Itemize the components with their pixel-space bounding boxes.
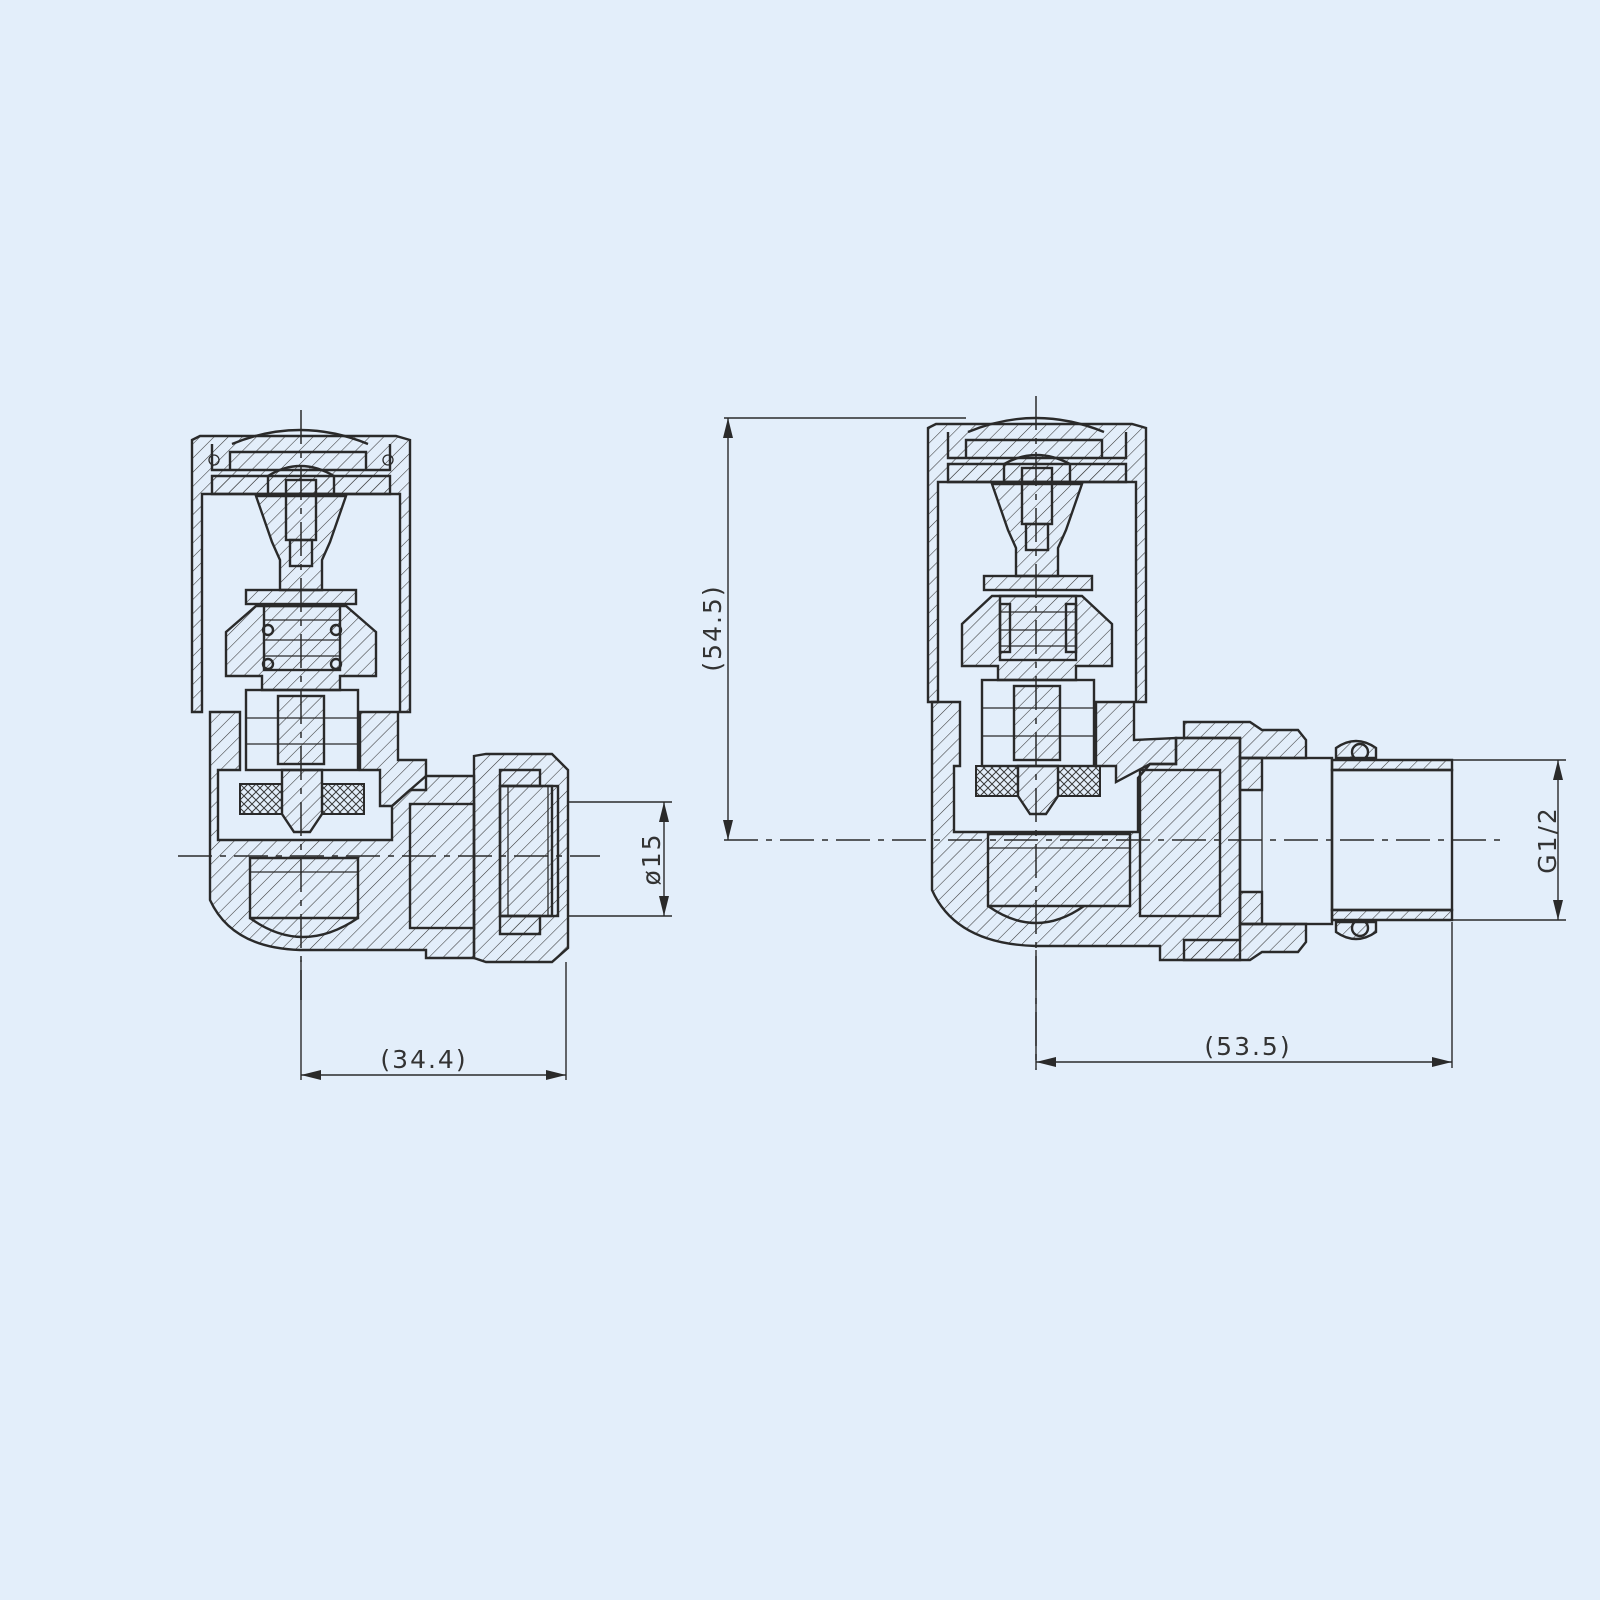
dimension-width-left: (34.4) [300,960,567,1080]
dimension-height-right-label: (54.5) [698,584,727,671]
threaded-union-nut [1182,720,1334,962]
compression-valve-body [208,688,476,960]
dimension-pipe-diameter-label: ø15 [637,832,666,885]
dimension-width-right: (53.5) [1035,922,1453,1068]
dimension-thread-size-label: G1/2 [1533,806,1562,874]
dimension-pipe-diameter: ø15 [568,801,672,917]
compression-valve-section: (34.4) ø15 [178,410,672,1080]
dimension-height-right: (54.5) [698,417,966,840]
dimension-thread-size: G1/2 [1452,759,1566,921]
compression-valve-gland [224,588,378,692]
compression-nut [472,752,570,964]
dimension-width-left-label: (34.4) [380,1045,467,1074]
threaded-valve-body [930,678,1242,962]
threaded-valve-cap [926,416,1148,704]
dimension-width-right-label: (53.5) [1204,1032,1291,1061]
threaded-valve-gland [960,574,1114,682]
threaded-valve-section: (54.5) (53.5) G1/2 [698,396,1566,1070]
